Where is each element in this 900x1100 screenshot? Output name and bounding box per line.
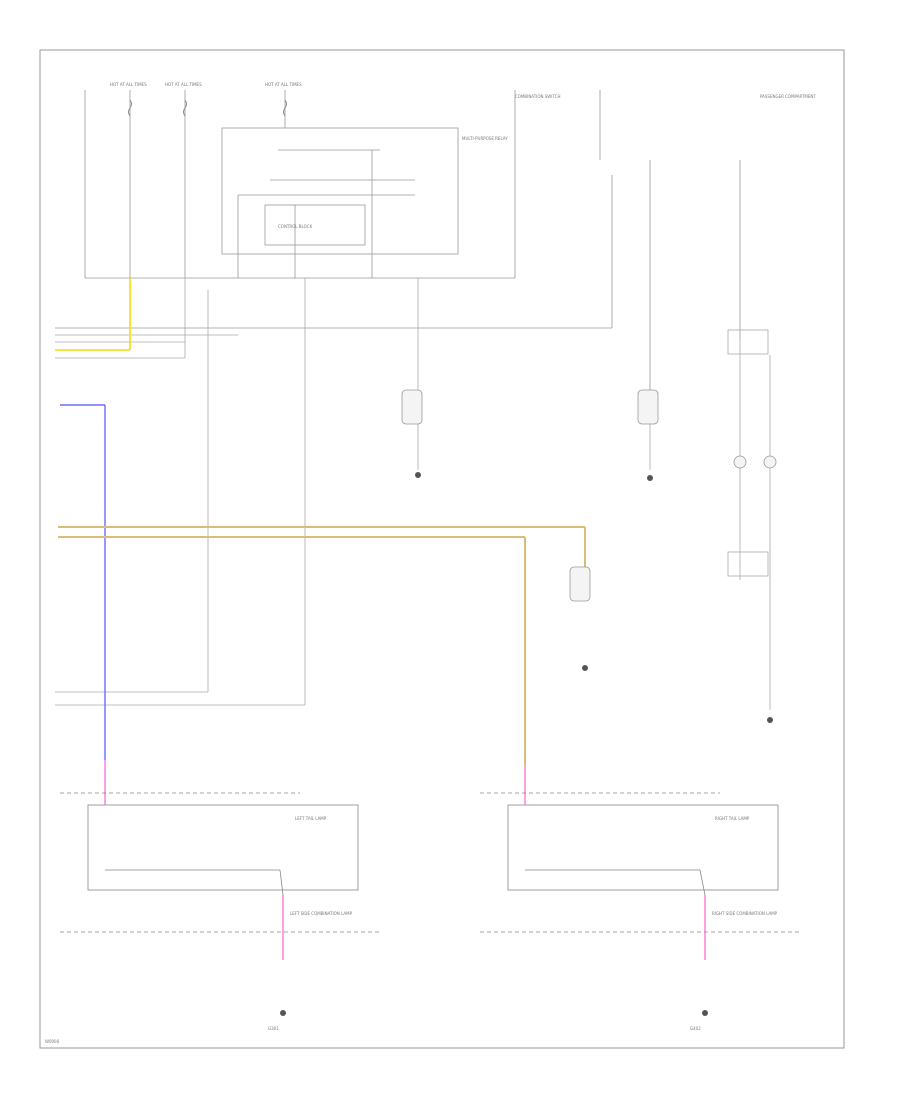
left-tail-label: LEFT TAIL LAMP bbox=[295, 816, 327, 821]
relay-box-label: MULTI-PURPOSE RELAY bbox=[462, 136, 508, 141]
control-block-label: CONTROL BLOCK bbox=[278, 224, 313, 229]
top-feeder-section bbox=[55, 90, 741, 400]
ground-center bbox=[415, 472, 421, 478]
tan-wires bbox=[58, 526, 586, 765]
bulb-center bbox=[401, 389, 423, 425]
lamp-left-a bbox=[733, 455, 747, 469]
ground-mid bbox=[582, 665, 588, 671]
blue-wire bbox=[60, 404, 106, 760]
left-combination-lamp bbox=[87, 804, 359, 891]
relay-box bbox=[221, 127, 459, 255]
right-top-label: PASSENGER COMPARTMENT bbox=[760, 94, 816, 99]
fuse-label-2: HOT AT ALL TIMES bbox=[165, 82, 202, 87]
right-tail-label: RIGHT TAIL LAMP bbox=[715, 816, 750, 821]
page-ref: W0000 bbox=[45, 1039, 60, 1044]
fuse-label-1: HOT AT ALL TIMES bbox=[110, 82, 147, 87]
component-symbols bbox=[401, 389, 777, 602]
right-switch bbox=[727, 329, 769, 355]
fuse-label-3: HOT AT ALL TIMES bbox=[265, 82, 302, 87]
lamp-right-a bbox=[763, 455, 777, 469]
fuse-2 bbox=[183, 99, 187, 117]
right-ground-label: G402 bbox=[690, 1026, 701, 1031]
bulb-right bbox=[637, 389, 659, 425]
bottom-lamp-assemblies bbox=[60, 792, 800, 933]
diagram-frame bbox=[39, 49, 845, 1049]
ground-symbols bbox=[280, 472, 773, 1016]
ground-left-bottom bbox=[280, 1010, 286, 1016]
right-combination-lamp bbox=[507, 804, 779, 891]
pink-wires bbox=[104, 760, 706, 960]
yellow-wire bbox=[55, 278, 131, 351]
left-top-label: COMBINATION SWITCH bbox=[515, 94, 560, 99]
ground-right bbox=[647, 475, 653, 481]
ground-right-bottom bbox=[702, 1010, 708, 1016]
left-lamp-label: LEFT SIDE COMBINATION LAMP bbox=[290, 911, 353, 916]
left-bus-wires bbox=[55, 278, 419, 706]
right-side-circuit bbox=[649, 329, 771, 710]
ground-right-2 bbox=[767, 717, 773, 723]
right-lamp-label: RIGHT SIDE COMBINATION LAMP bbox=[712, 911, 778, 916]
fuse-symbols bbox=[128, 99, 287, 117]
left-ground-label: G301 bbox=[268, 1026, 279, 1031]
control-block bbox=[264, 204, 366, 246]
fuse-3 bbox=[283, 99, 287, 117]
bulb-mid bbox=[569, 566, 591, 602]
right-switch-2 bbox=[727, 551, 769, 577]
fuse-1 bbox=[128, 99, 132, 117]
